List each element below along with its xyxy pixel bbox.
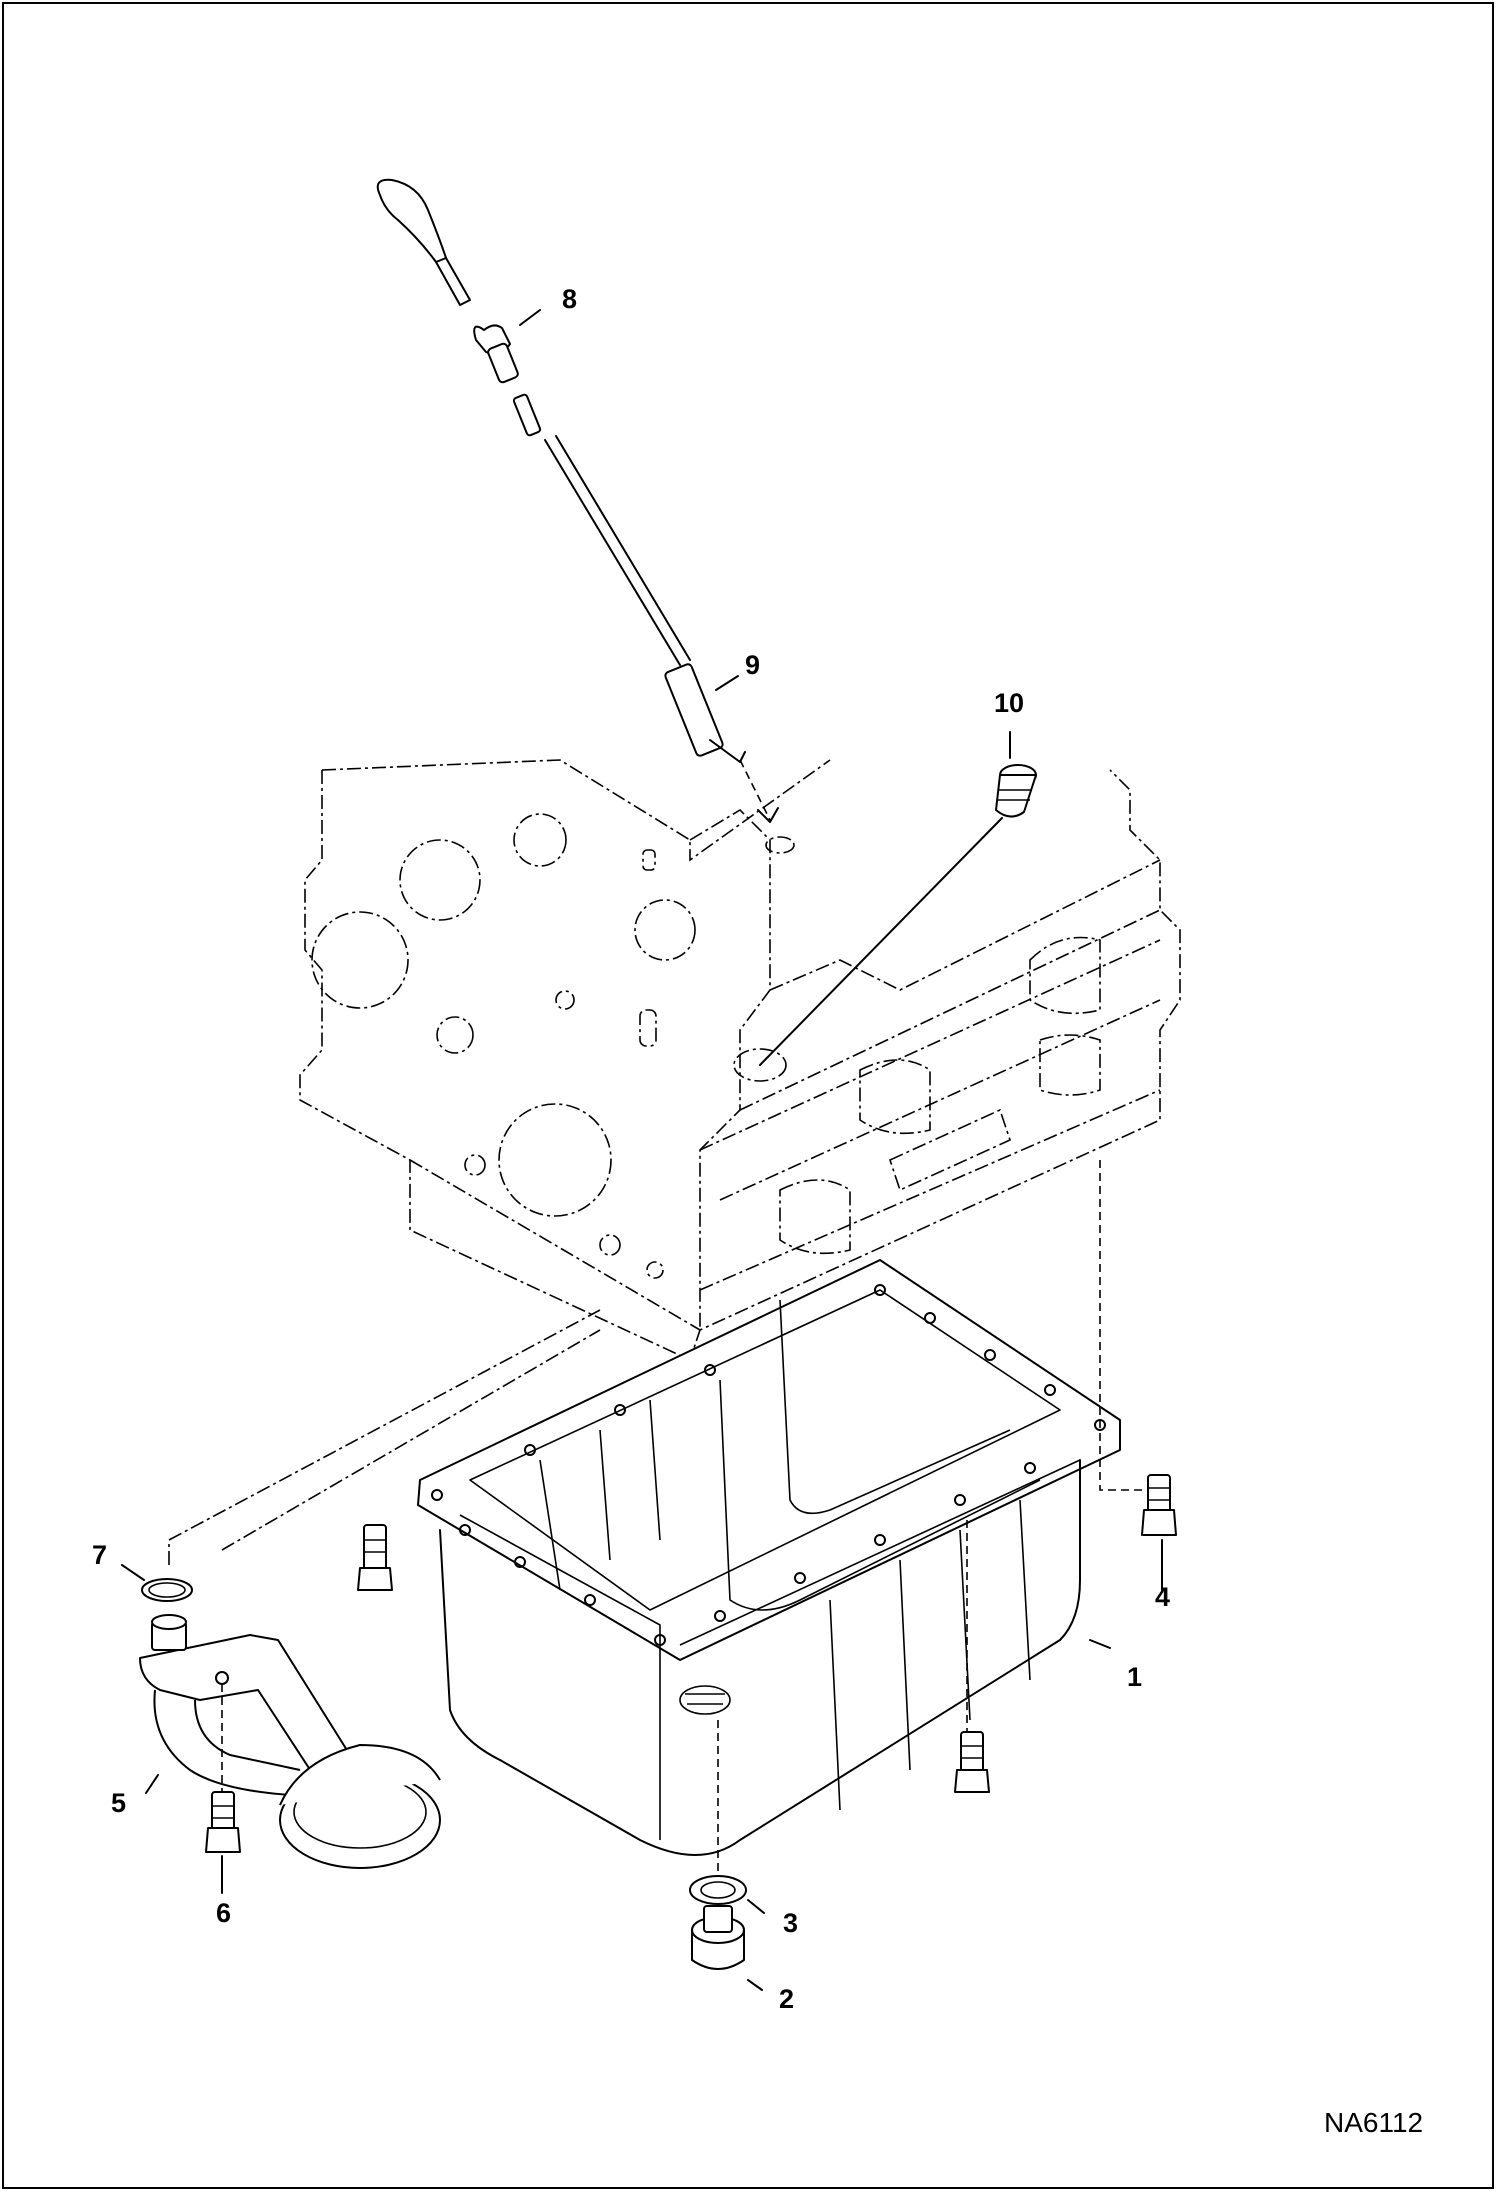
callout-7: 7 bbox=[92, 1540, 107, 1570]
callout-1: 1 bbox=[1127, 1662, 1142, 1692]
callout-10: 10 bbox=[994, 688, 1024, 718]
dipstick bbox=[376, 178, 779, 823]
engine-block-phantom bbox=[299, 759, 1181, 1362]
callout-9: 9 bbox=[745, 650, 760, 680]
drain-plug bbox=[691, 1905, 745, 1970]
drain-gasket bbox=[689, 1875, 747, 1905]
strainer-mount-line bbox=[221, 1329, 601, 1551]
drawing-code: NA6112 bbox=[1324, 2107, 1423, 2138]
pan-bolt-left bbox=[357, 1524, 393, 1591]
pan-bolt-right bbox=[1141, 1474, 1177, 1536]
callout-4: 4 bbox=[1155, 1582, 1170, 1612]
fill-plug bbox=[759, 764, 1037, 1066]
callout-5: 5 bbox=[111, 1788, 126, 1818]
oil-pan bbox=[417, 1259, 1121, 1856]
o-ring bbox=[141, 1578, 193, 1602]
callout-2: 2 bbox=[779, 1984, 794, 2014]
callout-8: 8 bbox=[562, 284, 577, 314]
strainer-bolt bbox=[205, 1791, 241, 1853]
bolt-alignment-line-right bbox=[1099, 1160, 1148, 1491]
oil-strainer bbox=[139, 1614, 441, 1869]
pan-bolt-front bbox=[954, 1731, 990, 1793]
callout-3: 3 bbox=[783, 1908, 798, 1938]
strainer-pickup-line bbox=[168, 1309, 601, 1565]
callout-6: 6 bbox=[216, 1898, 231, 1928]
leader-lines bbox=[121, 309, 1163, 1991]
